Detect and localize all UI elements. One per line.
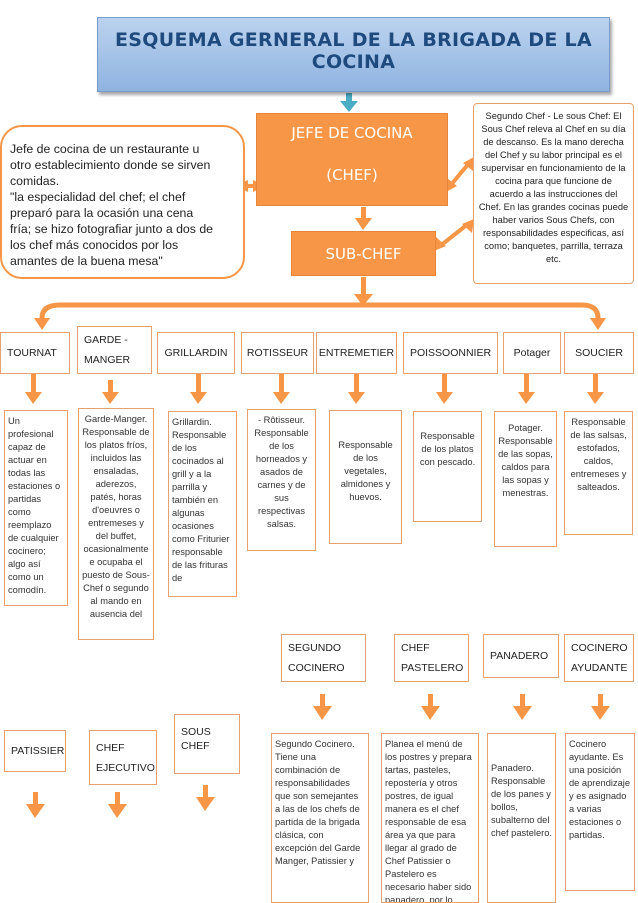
callout-line: fría; se hizo fotografiar junto a dos de — [10, 222, 214, 236]
diagram-title-box: ESQUEMA GERNERAL DE LA BRIGADA DE LA COC… — [97, 17, 610, 92]
label-tournat: TOURNAT — [0, 332, 70, 374]
label-potager: Potager — [503, 332, 561, 374]
desc-cocinero-ayudante: Cocinero ayudante. Es una posición de ap… — [565, 733, 635, 891]
distribution-lines — [34, 277, 606, 330]
callout-line: otro establecimiento donde se sirven — [10, 158, 211, 172]
desc-segundo-cocinero: Segundo Cocinero. Tiene una combinación … — [271, 733, 369, 903]
jefe-to-subchef-arrow — [355, 207, 372, 230]
label-chef-ejecutivo: CHEF EJECUTIVO — [89, 730, 157, 785]
right-callout-double-arrow-2 — [434, 219, 474, 251]
desc-entremetier: Responsable de los vegetales, almidones … — [329, 410, 402, 544]
desc-poissoonnier: Responsable de los platos con pescado. — [413, 411, 482, 522]
label-soucier: SOUCIER — [564, 332, 634, 374]
label-segundo-cocinero: SEGUNDO COCINERO — [281, 634, 366, 682]
desc-garde-manger: Garde-Manger. Responsable de los platos … — [78, 408, 154, 640]
callout-line: amantes de la buena mesa" — [10, 254, 163, 268]
label-rotisseur: ROTISSEUR — [241, 332, 314, 374]
label-sous-chef: SOUS CHEF — [174, 714, 240, 774]
row1-arrows — [25, 374, 604, 404]
desc-panadero: Panadero. Responsable de los panes y bol… — [487, 733, 556, 903]
label-grillardin: GRILLARDIN — [157, 332, 235, 374]
diagram-title: ESQUEMA GERNERAL DE LA BRIGADA DE LA COC… — [115, 29, 592, 73]
desc-chef-pastelero: Planea el menú de los postres y prepara … — [381, 733, 479, 903]
label-poissoonnier: POISSOONNIER — [403, 332, 498, 374]
desc-grillardin: Grillardin. Responsable de los cocinados… — [168, 411, 237, 597]
sous-chef-description-callout: Segundo Chef - Le sous Chef: El Sous Che… — [473, 103, 634, 284]
jefe-de-cocina-box: JEFE DE COCINA (CHEF) — [256, 113, 448, 206]
callout-line: "la especialidad del chef; el chef — [10, 190, 186, 204]
jefe-line2: (CHEF) — [326, 166, 378, 184]
row3-arrows — [26, 785, 215, 818]
label-garde-manger: GARDE - MANGER — [77, 326, 152, 374]
jefe-line1: JEFE DE COCINA — [291, 124, 413, 142]
label-panadero: PANADERO — [483, 634, 559, 678]
title-to-jefe-arrow — [340, 93, 358, 112]
callout-line: comidas. — [10, 174, 60, 188]
desc-tournat: Un profesional capaz de actuar en todas … — [4, 410, 68, 606]
right-callout-double-arrow-1 — [446, 157, 474, 192]
desc-soucier: Responsable de las salsas, estofados, ca… — [564, 411, 633, 535]
label-entremetier: ENTREMETIER — [316, 332, 397, 374]
sub-chef-box: SUB-CHEF — [291, 231, 436, 276]
desc-rotisseur: - Rôtisseur. Responsable de los horneado… — [247, 409, 316, 551]
callout-line: Jefe de cocina de un restaurante u — [10, 142, 200, 156]
label-cocinero-ayudante: COCINERO AYUDANTE — [564, 634, 634, 682]
label-chef-pastelero: CHEF PASTELERO — [394, 634, 469, 682]
row2-arrows — [313, 694, 610, 720]
callout-line: preparó para la ocasión una cena — [10, 206, 194, 220]
desc-potager: Potager. Responsable de las sopas, caldo… — [494, 411, 557, 547]
jefe-definition-callout: Jefe de cocina de un restaurante u otro … — [0, 125, 245, 279]
label-patissier: PATISSIER — [4, 730, 66, 772]
callout-line: los chef más conocidos por los — [10, 238, 179, 252]
